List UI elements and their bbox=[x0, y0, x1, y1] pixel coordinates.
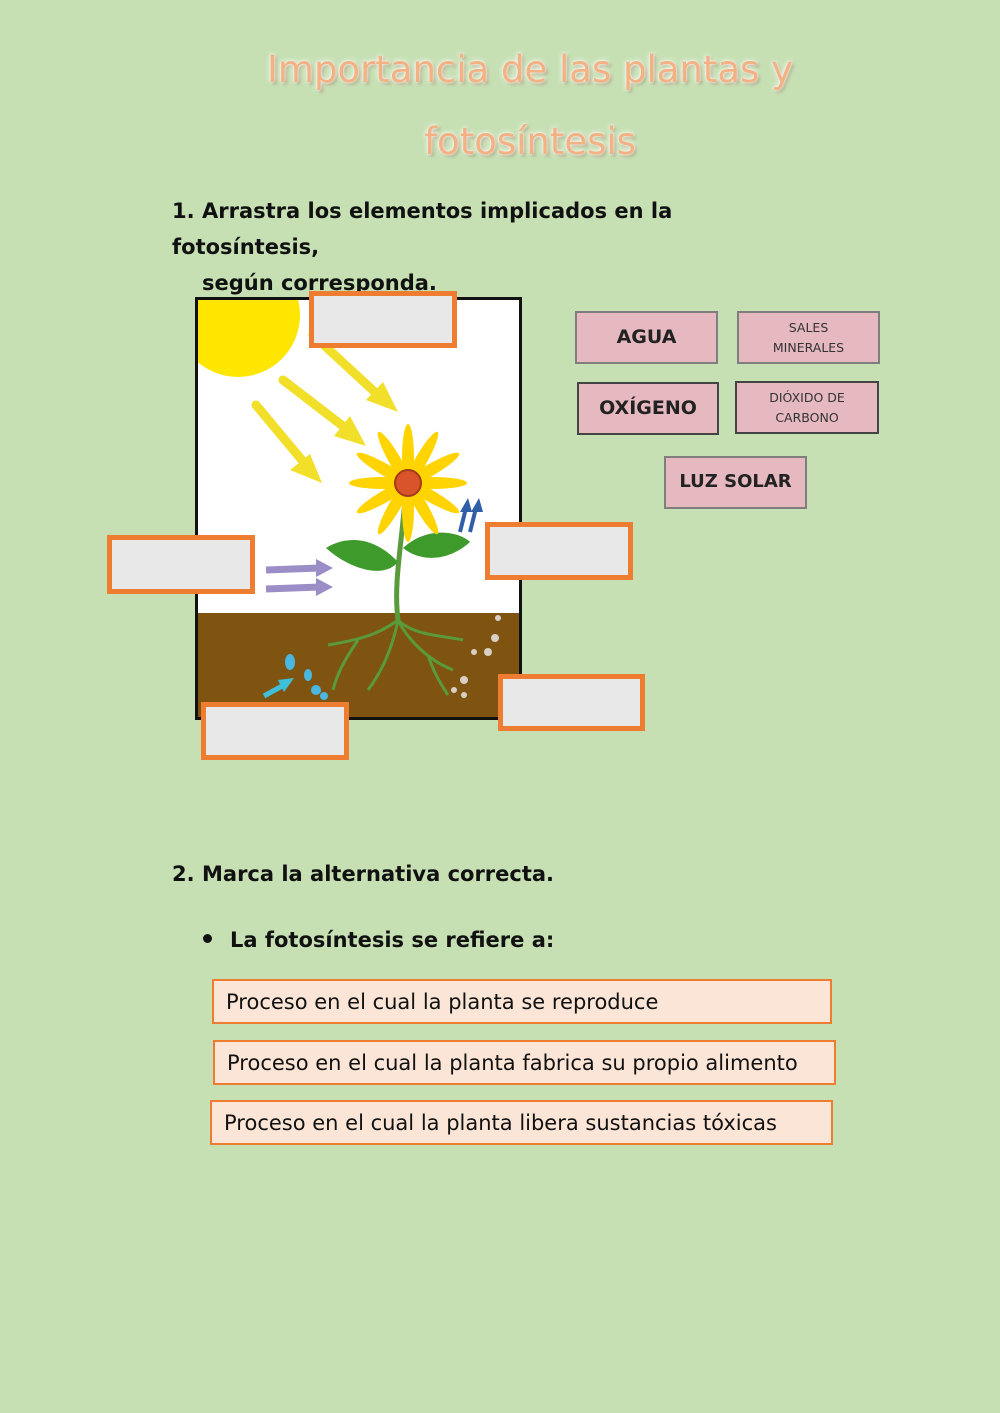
leaf-left bbox=[326, 539, 398, 571]
oxygen-arrow-icon bbox=[458, 498, 483, 533]
option-fabrica-alimento-label: Proceso en el cual la planta fabrica su … bbox=[227, 1050, 798, 1075]
option-reproduce-label: Proceso en el cual la planta se reproduc… bbox=[226, 989, 659, 1014]
chip-luz-solar[interactable]: LUZ SOLAR bbox=[664, 456, 807, 509]
roots bbox=[327, 618, 464, 696]
flower-icon bbox=[349, 424, 467, 542]
chip-sales-line2: MINERALES bbox=[772, 339, 845, 355]
question-1: 1.Arrastra los elementos implicados en l… bbox=[172, 193, 812, 301]
chip-sales-line1: SALES bbox=[788, 319, 829, 335]
drop-zone-bottom-right[interactable] bbox=[498, 674, 645, 731]
question-1-text-line1: Arrastra los elementos implicados en la … bbox=[172, 199, 673, 259]
question-1-text-line2: según corresponda. bbox=[202, 271, 437, 295]
question-2-text: Marca la alternativa correcta. bbox=[202, 862, 555, 886]
option-sustancias-toxicas[interactable]: Proceso en el cual la planta libera sust… bbox=[210, 1100, 833, 1145]
air-arrow-icon bbox=[265, 559, 333, 596]
page-title-line1: Importancia de las plantas y bbox=[267, 48, 793, 91]
question-2-bullet-text: La fotosíntesis se refiere a: bbox=[230, 928, 555, 952]
bullet-dot-icon bbox=[203, 933, 212, 943]
chip-oxigeno[interactable]: OXÍGENO bbox=[577, 382, 719, 435]
chip-oxigeno-label: OXÍGENO bbox=[599, 397, 697, 420]
drop-zone-bottom-left[interactable] bbox=[201, 702, 349, 760]
option-fabrica-alimento[interactable]: Proceso en el cual la planta fabrica su … bbox=[213, 1040, 836, 1085]
page-title-line2: fotosíntesis bbox=[424, 120, 636, 163]
photosynthesis-diagram bbox=[195, 297, 522, 720]
question-2-number: 2. bbox=[172, 862, 195, 886]
water-arrow-icon bbox=[262, 678, 294, 699]
chip-dioxido-line2: CARBONO bbox=[775, 409, 839, 425]
mineral-icon bbox=[451, 615, 501, 698]
drop-zone-left[interactable] bbox=[107, 535, 255, 594]
water-drop-icon bbox=[285, 654, 328, 700]
leaf-right bbox=[403, 532, 470, 558]
question-2-bullet: La fotosíntesis se refiere a: bbox=[203, 928, 554, 952]
chip-sales-minerales-label: SALES MINERALES bbox=[773, 318, 844, 358]
chip-dioxido-line1: DIÓXIDO DE bbox=[769, 389, 845, 405]
chip-agua-label: AGUA bbox=[616, 326, 677, 349]
chip-dioxido-label: DIÓXIDO DE CARBONO bbox=[769, 388, 845, 428]
drop-zone-top[interactable] bbox=[309, 291, 457, 348]
soil bbox=[198, 613, 519, 717]
chip-agua[interactable]: AGUA bbox=[575, 311, 718, 364]
question-1-number: 1. bbox=[172, 199, 195, 223]
option-reproduce[interactable]: Proceso en el cual la planta se reproduc… bbox=[212, 979, 832, 1024]
chip-luz-solar-label: LUZ SOLAR bbox=[679, 471, 792, 493]
diagram-illustration bbox=[198, 300, 519, 717]
sun-icon bbox=[198, 300, 300, 377]
chip-dioxido-de-carbono[interactable]: DIÓXIDO DE CARBONO bbox=[735, 381, 879, 434]
drop-zone-right[interactable] bbox=[485, 522, 633, 580]
chip-sales-minerales[interactable]: SALES MINERALES bbox=[737, 311, 880, 364]
question-2: 2. Marca la alternativa correcta. bbox=[172, 856, 554, 892]
option-sustancias-toxicas-label: Proceso en el cual la planta libera sust… bbox=[224, 1110, 777, 1135]
